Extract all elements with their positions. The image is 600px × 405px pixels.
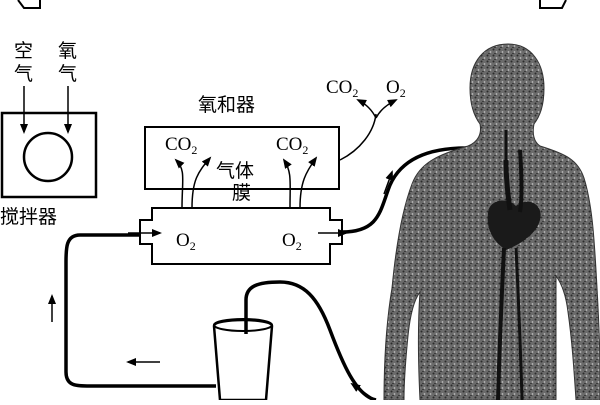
- arterial-flow-arrow: [383, 170, 394, 195]
- o2-right-label: O2: [282, 230, 302, 253]
- vena-cava: [518, 149, 524, 213]
- venous-flow-arrow: [350, 382, 373, 399]
- aorta: [503, 159, 513, 211]
- diffusion-arrow-4: [299, 156, 318, 209]
- diffusion-arrow-2: [191, 156, 212, 209]
- exhaust-co2-arrow: [356, 99, 377, 119]
- circuit-tubing: [48, 146, 508, 402]
- reservoir-rim: [213, 318, 273, 332]
- oxygenator-blood-chamber: [139, 207, 343, 265]
- stirrer-box: [0, 111, 98, 199]
- stirrer-rotor: [22, 131, 74, 183]
- diffusion-arrow-1: [174, 158, 185, 209]
- o2-left-label: O2: [176, 230, 196, 253]
- exhaust-group: CO2 O2: [326, 77, 406, 161]
- left-return-tube: [64, 233, 216, 388]
- co2-left-label: CO2: [165, 134, 197, 157]
- venous-drain-tube: [244, 280, 377, 402]
- oxygenator-group: 氧和器 CO2 CO2 气体 膜 O2 O2: [128, 94, 348, 265]
- exhaust-co2-label: CO2: [326, 77, 358, 100]
- gas-membrane-label-2: 膜: [232, 182, 251, 204]
- exhaust-o2-label: O2: [386, 77, 406, 100]
- lower-vessel-left: [496, 247, 506, 401]
- exhaust-stem: [339, 113, 377, 161]
- oxygen-label-2: 气: [58, 63, 77, 85]
- oxygen-label-1: 氧: [58, 40, 77, 62]
- exhaust-o2-arrow: [375, 99, 398, 119]
- oxygenator-gas-chamber: [144, 126, 340, 190]
- top-right-fragment: [539, 0, 567, 9]
- gas-membrane-label-1: 气体: [216, 160, 254, 182]
- top-left-fragment: [17, 0, 41, 9]
- oxygenator-label: 氧和器: [198, 94, 255, 116]
- co2-right-label: CO2: [276, 134, 308, 157]
- air-label-2: 气: [14, 63, 33, 85]
- heart: [487, 200, 541, 250]
- human-body: [383, 43, 600, 401]
- lower-vessel-right: [514, 247, 524, 401]
- diffusion-arrow-3: [282, 158, 292, 209]
- air-label-1: 空: [14, 40, 33, 62]
- stirrer-label: 搅拌器: [0, 206, 57, 228]
- stirrer-group: 空 气 氧 气 搅拌器: [0, 40, 98, 228]
